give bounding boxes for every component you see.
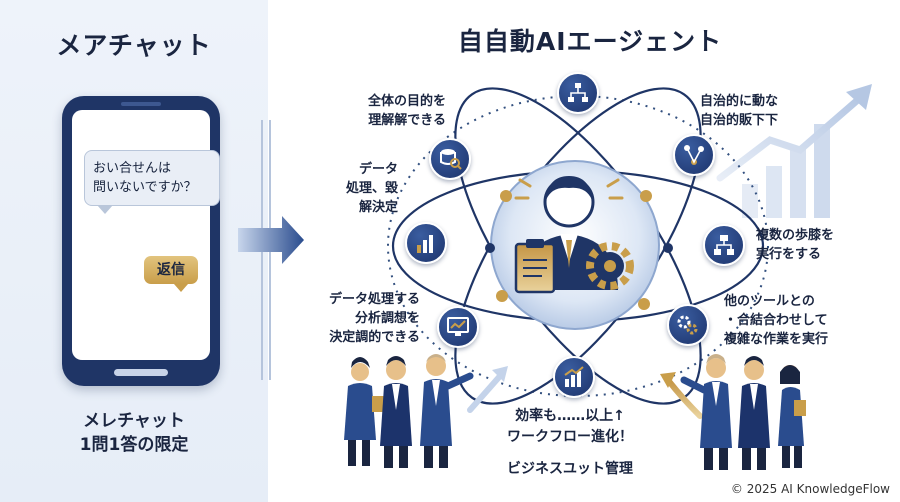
bar-chart-icon	[553, 356, 595, 398]
node-label-autonomous: 自治的に動な 自治的販下下	[700, 94, 779, 128]
outer-orbit	[387, 95, 769, 397]
chat-reply-bubble: 返信	[144, 256, 198, 292]
orbit-dot	[485, 243, 495, 253]
smartphone-illustration: おい合せんは 問いないですか？ 返信	[62, 96, 220, 386]
node-label-multi-step: 複数の歩膝を 実行をする	[756, 228, 835, 262]
database-search-icon	[429, 138, 471, 180]
clipboard-icon	[514, 239, 556, 294]
orbit-dot	[500, 190, 512, 202]
node-label-data-analysis: データ処理する 分析調想を 決定調的できる	[328, 292, 420, 345]
hierarchy-icon	[557, 72, 599, 114]
node-label-understand-goal: 全体の目的を 理解解できる	[367, 94, 446, 128]
business-people-left	[344, 354, 508, 468]
growth-chart-icon	[716, 84, 872, 218]
left-panel: メアチャット おい合せんは 問いないですか？ 返信 メレチャット 1問1答の限定	[0, 0, 268, 502]
bar-chart-icon	[405, 222, 447, 264]
orbit-dot	[663, 243, 673, 253]
left-title: メアチャット	[56, 31, 212, 60]
business-people-right	[660, 354, 806, 470]
right-title: 自自動AIエージェント	[457, 27, 723, 56]
phone-screen: おい合せんは 問いないですか？ 返信	[72, 110, 220, 360]
monitor-chart-icon	[437, 306, 479, 348]
phone-home-bar	[114, 369, 168, 376]
business-unit-caption: ビジネスユット管理	[507, 461, 633, 477]
chat-question-bubble: おい合せんは 問いないですか？	[84, 150, 220, 214]
transition-arrow-icon	[238, 216, 304, 264]
flow-nodes-icon	[673, 134, 715, 176]
gears-icon	[667, 304, 709, 346]
org-chart-icon	[703, 224, 745, 266]
node-label-tool-integration: 他のツールとの ・合結合わせして 複雑な作業を実行	[724, 294, 829, 347]
orbit-dot	[496, 290, 508, 302]
orbit-dot	[640, 190, 652, 202]
copyright-footer: © 2025 AI KnowledgeFlow	[730, 482, 890, 496]
gear-icon	[586, 242, 634, 290]
orbit-dot	[638, 298, 650, 310]
node-label-data-decision: データ 処理、毀 解決定	[345, 162, 398, 215]
workflow-caption: 効率も……以上↑ ワークフロー進化！	[507, 408, 633, 445]
left-caption: メレチャット 1問1答の限定	[79, 411, 189, 455]
phone-speaker	[121, 102, 161, 106]
